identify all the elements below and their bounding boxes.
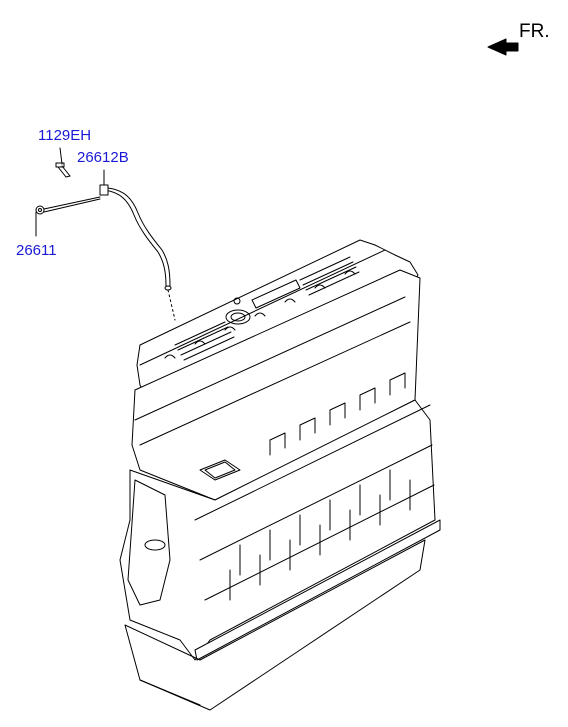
dipstick-guide-tube	[99, 169, 176, 321]
bolt-leader-line	[59, 147, 63, 165]
callout-bolt[interactable]: 1129EH	[38, 127, 92, 144]
front-direction-arrow-icon	[487, 38, 519, 56]
engine-block	[119, 239, 441, 711]
bolt-icon	[55, 162, 71, 178]
callout-dipstick-guide[interactable]: 26612B	[77, 149, 129, 166]
dipstick	[35, 196, 101, 237]
front-direction-label: FR.	[519, 21, 550, 42]
callout-dipstick[interactable]: 26611	[16, 242, 57, 259]
